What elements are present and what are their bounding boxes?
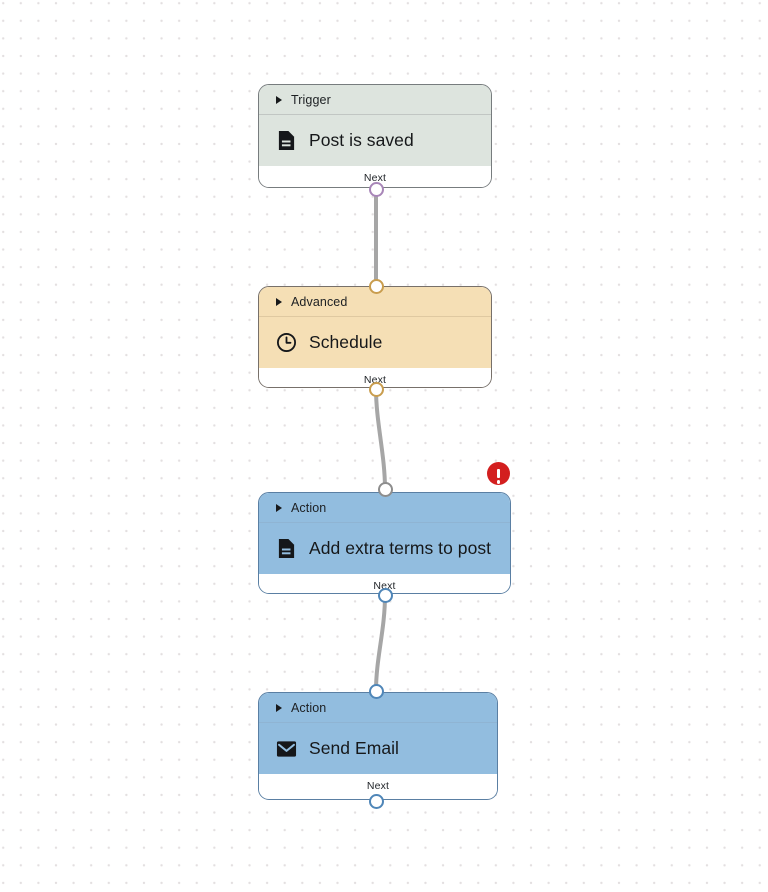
- document-icon: [276, 130, 297, 152]
- port-action-add-terms-out[interactable]: [377, 587, 393, 603]
- node-category-label: Action: [291, 700, 327, 715]
- edge-advanced-to-action-terms: [374, 387, 387, 491]
- workflow-node-trigger[interactable]: Trigger Post is saved Next: [258, 84, 492, 188]
- error-exclamation-icon[interactable]: [487, 462, 510, 485]
- node-divider: [259, 316, 491, 317]
- node-title: Send Email: [309, 738, 399, 758]
- envelope-icon: [276, 738, 297, 760]
- node-category-label: Action: [291, 500, 327, 515]
- edge-action-terms-to-send-email: [374, 593, 387, 693]
- node-divider: [259, 114, 491, 115]
- chevron-right-icon[interactable]: [276, 297, 282, 306]
- node-body-advanced[interactable]: Schedule: [259, 317, 491, 368]
- node-header-action-add-terms[interactable]: Action: [259, 493, 510, 522]
- node-header-trigger[interactable]: Trigger: [259, 85, 491, 114]
- chevron-right-icon[interactable]: [276, 503, 282, 512]
- node-category-label: Trigger: [291, 92, 331, 107]
- document-icon: [276, 538, 297, 560]
- node-category-label: Advanced: [291, 294, 348, 309]
- node-footer-next[interactable]: Next: [259, 166, 491, 187]
- port-action-send-email-out[interactable]: [368, 793, 384, 809]
- node-divider: [259, 522, 510, 523]
- chevron-right-icon[interactable]: [276, 95, 282, 104]
- workflow-node-advanced[interactable]: Advanced Schedule Next: [258, 286, 492, 388]
- port-action-add-terms-in[interactable]: [377, 481, 393, 497]
- port-trigger-out[interactable]: [368, 181, 384, 197]
- node-title: Post is saved: [309, 130, 414, 150]
- node-title: Schedule: [309, 332, 383, 352]
- node-body-action-send-email[interactable]: Send Email: [259, 723, 497, 774]
- port-advanced-out[interactable]: [368, 381, 384, 397]
- node-footer-label: Next: [363, 171, 387, 184]
- port-action-send-email-in[interactable]: [368, 683, 384, 699]
- workflow-node-action-send-email[interactable]: Action Send Email Next: [258, 692, 498, 800]
- node-title: Add extra terms to post: [309, 538, 492, 558]
- node-body-trigger[interactable]: Post is saved: [259, 115, 491, 166]
- node-divider: [259, 722, 497, 723]
- port-advanced-in[interactable]: [368, 278, 384, 294]
- node-footer-next[interactable]: Next: [259, 774, 497, 797]
- workflow-node-action-add-terms[interactable]: Action Add extra terms to post Next: [258, 492, 511, 594]
- node-body-action-add-terms[interactable]: Add extra terms to post: [259, 523, 510, 574]
- node-header-advanced[interactable]: Advanced: [259, 287, 491, 316]
- node-footer-label: Next: [366, 779, 390, 792]
- chevron-right-icon[interactable]: [276, 703, 282, 712]
- exclamation-mark: [496, 469, 501, 484]
- clock-icon: [276, 332, 297, 354]
